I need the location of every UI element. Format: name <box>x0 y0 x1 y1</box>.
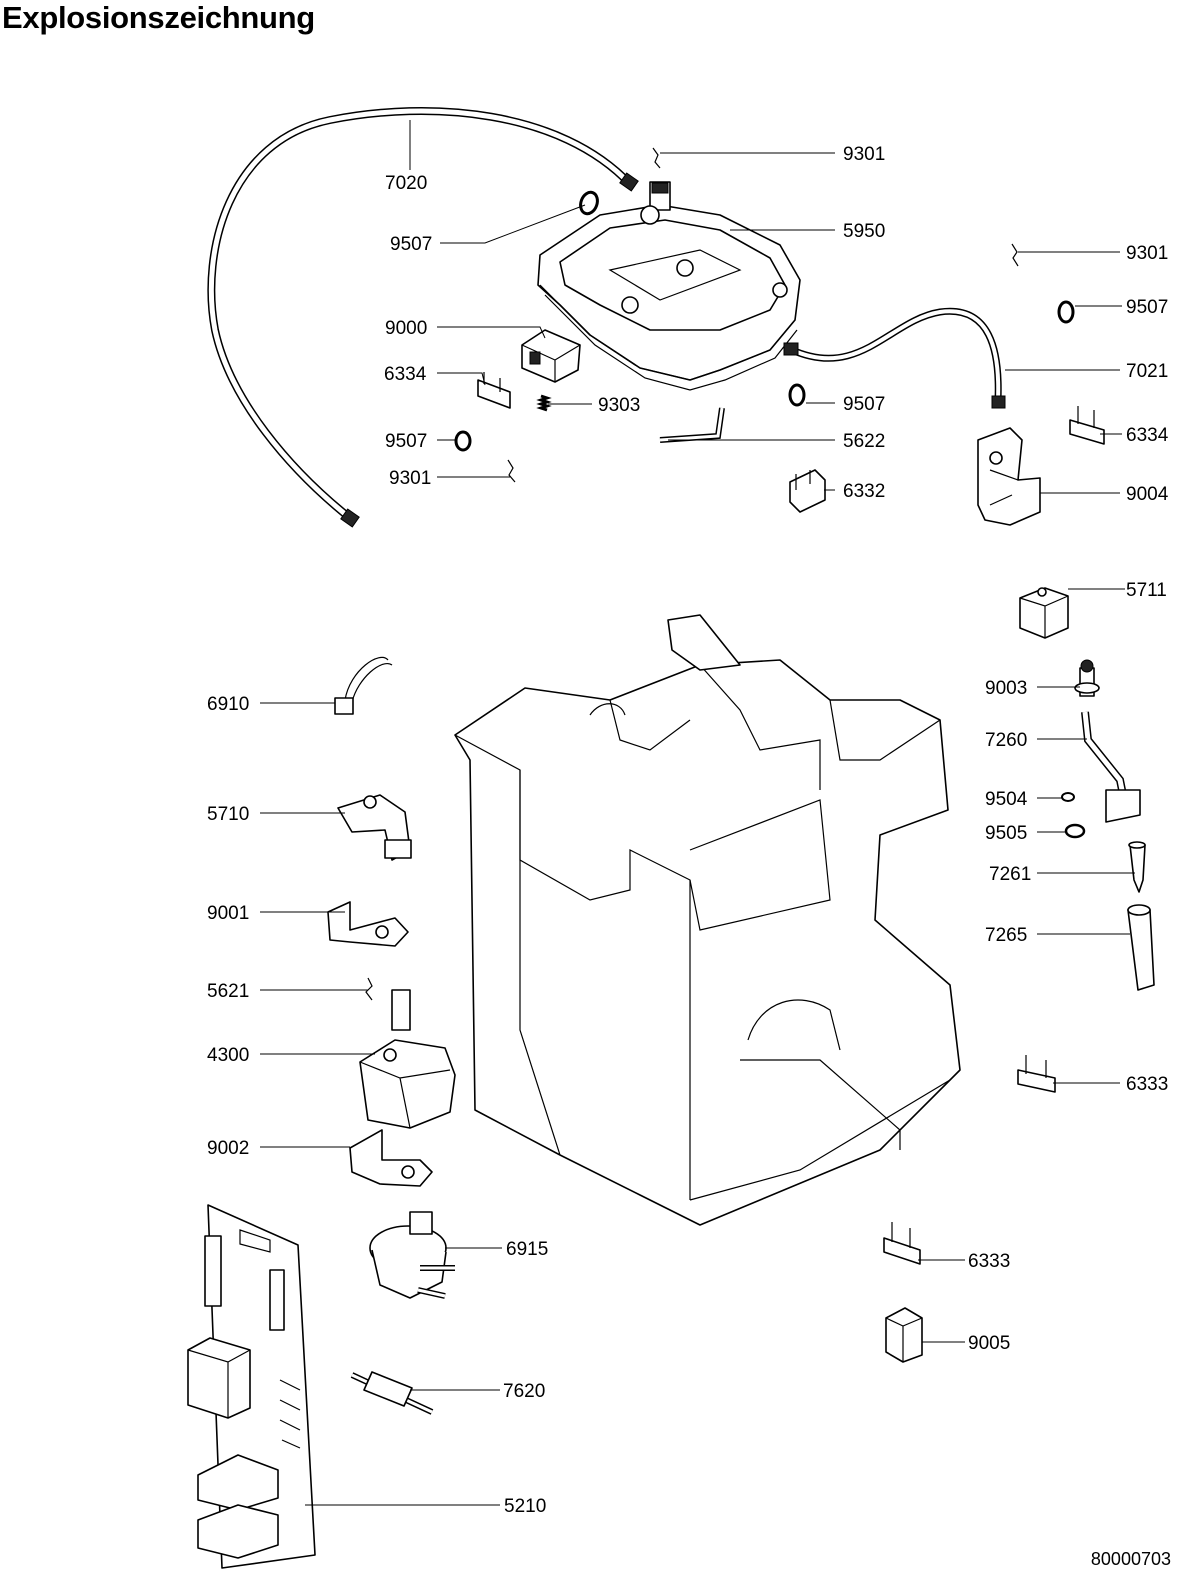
part-labels: 7020 9301 9507 5950 9301 9507 9000 7021 … <box>207 144 1169 1517</box>
bracket-6333-a-shape <box>1017 1055 1056 1093</box>
housing-shape <box>454 614 961 1226</box>
label-6334-a: 6334 <box>384 364 427 385</box>
bracket-9002-shape <box>349 1129 433 1187</box>
bracket-9001-shape <box>327 901 409 947</box>
switch-9005-shape <box>885 1307 923 1363</box>
label-9301-b: 9301 <box>1126 243 1168 264</box>
label-9005: 9005 <box>968 1333 1010 1354</box>
cover-5950-shape <box>537 181 801 391</box>
label-5621: 5621 <box>207 981 249 1002</box>
label-9004: 9004 <box>1126 484 1169 505</box>
label-9303: 9303 <box>598 395 640 416</box>
leader-lines <box>260 120 1135 1506</box>
label-6332: 6332 <box>843 481 885 502</box>
hose-7021-shape <box>783 307 1006 409</box>
label-5710: 5710 <box>207 804 249 825</box>
hose-7020-shape <box>207 107 639 528</box>
bracket-6334-b-shape <box>1069 406 1105 445</box>
label-9000: 9000 <box>385 318 427 339</box>
pipe-7260-shape <box>1081 711 1141 823</box>
switch-9000-shape <box>521 329 581 383</box>
label-4300: 4300 <box>207 1045 249 1066</box>
label-9001: 9001 <box>207 903 249 924</box>
label-6334-b: 6334 <box>1126 425 1169 446</box>
pump-4300-shape <box>359 989 456 1129</box>
clip-9301-c-shape <box>507 459 516 483</box>
label-9507-c: 9507 <box>843 394 885 415</box>
sleeve-7265-shape <box>1127 904 1155 991</box>
ring-9507-a-shape <box>579 190 599 216</box>
spring-9303-shape <box>536 394 552 412</box>
bracket-6333-b-shape <box>883 1222 921 1265</box>
ring-9505-shape <box>1064 823 1086 839</box>
sensor-6910-shape <box>334 656 393 715</box>
clip-9301-a-shape <box>652 147 661 169</box>
connector-6332-shape <box>789 469 826 513</box>
document-number: 80000703 <box>1090 1549 1171 1569</box>
ring-9507-d-shape <box>454 430 472 452</box>
label-9002: 9002 <box>207 1138 249 1159</box>
label-9504: 9504 <box>985 789 1028 810</box>
label-7265: 7265 <box>985 925 1027 946</box>
label-9003: 9003 <box>985 678 1027 699</box>
ring-9507-c-shape <box>788 383 806 407</box>
solenoid-5711-shape <box>1019 587 1069 639</box>
filter-7620-shape <box>350 1371 434 1415</box>
label-9507-b: 9507 <box>1126 297 1168 318</box>
label-7620: 7620 <box>503 1381 545 1402</box>
page-title: Explosionszeichnung <box>2 0 315 35</box>
label-7261: 7261 <box>989 864 1031 885</box>
label-5711: 5711 <box>1126 580 1167 601</box>
label-9507-a: 9507 <box>390 234 432 255</box>
label-9301-c: 9301 <box>389 468 431 489</box>
pcb-5210-shape <box>187 1204 316 1569</box>
label-5950: 5950 <box>843 221 885 242</box>
label-9505: 9505 <box>985 823 1027 844</box>
spring-5621-shape <box>365 977 373 1001</box>
valve-9004-shape <box>977 427 1041 526</box>
label-5210: 5210 <box>504 1496 546 1517</box>
nozzle-9003-shape <box>1074 659 1100 697</box>
valve-5710-shape <box>337 794 412 861</box>
label-6333-b: 6333 <box>968 1251 1010 1272</box>
clip-9301-b-shape <box>1011 243 1019 267</box>
flowmeter-6915-shape <box>369 1211 455 1299</box>
label-9301-a: 9301 <box>843 144 885 165</box>
label-7021: 7021 <box>1126 361 1168 382</box>
ring-9507-b-shape <box>1057 300 1075 324</box>
label-6915: 6915 <box>506 1239 548 1260</box>
label-6333-a: 6333 <box>1126 1074 1168 1095</box>
nozzle-7261-shape <box>1128 841 1146 893</box>
label-6910: 6910 <box>207 694 249 715</box>
sensor-5622-shape <box>659 407 725 443</box>
label-9507-d: 9507 <box>385 431 427 452</box>
label-7260: 7260 <box>985 730 1027 751</box>
label-7020: 7020 <box>385 173 427 194</box>
label-5622: 5622 <box>843 431 885 452</box>
ring-9504-shape <box>1061 792 1075 802</box>
